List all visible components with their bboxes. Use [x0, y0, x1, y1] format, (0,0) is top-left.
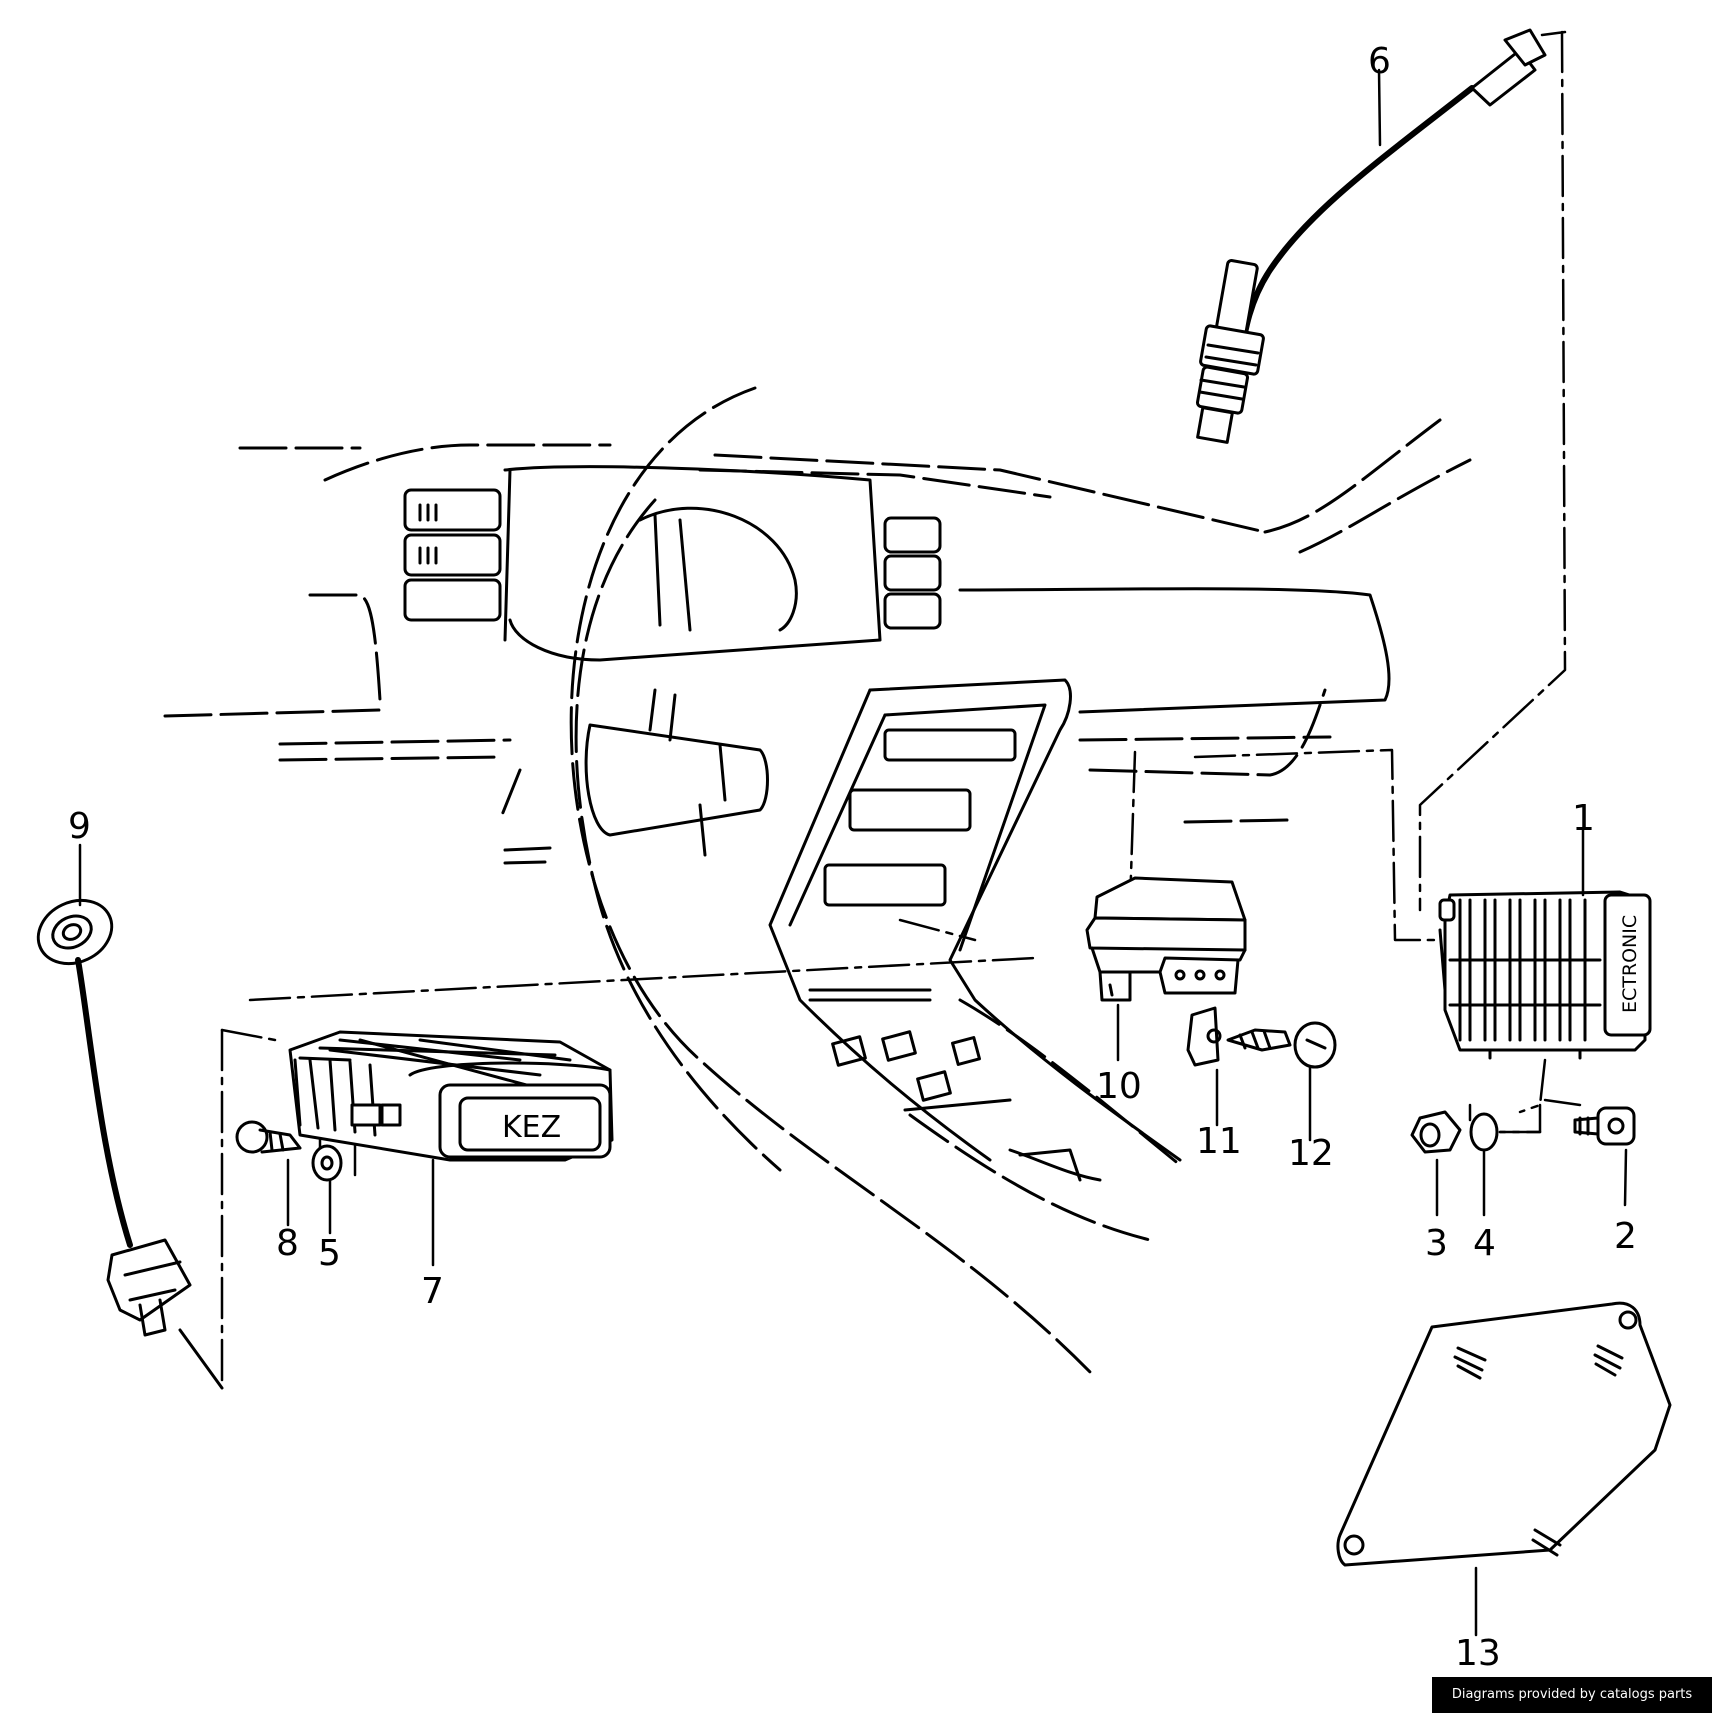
screw-part-8 [235, 1120, 302, 1154]
callout-3: 3 [1425, 1223, 1448, 1264]
clip-part-11 [1186, 1006, 1222, 1067]
washer-part-5 [311, 1144, 343, 1182]
mounting-plate-part-13 [1336, 1301, 1672, 1567]
callout-10: 10 [1096, 1066, 1142, 1107]
callout-4: 4 [1473, 1223, 1496, 1264]
bolt-part-2 [1573, 1106, 1636, 1146]
callout-5: 5 [318, 1233, 341, 1274]
callout-6: 6 [1368, 41, 1391, 82]
callout-9: 9 [68, 806, 91, 847]
ectronic-label: ECTRONIC [1619, 915, 1641, 1013]
callout-leaders [78, 68, 1628, 1637]
screw-part-12 [1226, 1021, 1337, 1069]
dashboard-outline [163, 386, 1472, 1374]
callout-2: 2 [1614, 1216, 1637, 1257]
leader-lines [220, 30, 1582, 1390]
credit-banner: Diagrams provided by catalogs parts [1432, 1677, 1712, 1713]
callout-8: 8 [276, 1223, 299, 1264]
instrument-cluster [403, 465, 1391, 857]
relay-part-10 [1085, 876, 1247, 1002]
part-9-leader [178, 1328, 224, 1390]
callout-13: 13 [1455, 1633, 1501, 1674]
kez-module-part-7: KEZ [288, 1030, 614, 1162]
callout-11: 11 [1196, 1121, 1242, 1162]
knock-sensor-part-9 [36, 898, 192, 1337]
kez-label: KEZ [502, 1110, 561, 1145]
callout-7: 7 [421, 1271, 444, 1312]
control-unit-part-1: ECTRONIC [1438, 890, 1652, 1060]
center-console [768, 678, 1182, 1182]
callout-12: 12 [1288, 1133, 1334, 1174]
oxygen-sensor-part-6 [1195, 28, 1547, 444]
callout-labels: 6 1 2 3 4 10 11 12 7 8 5 9 13 [68, 41, 1637, 1674]
washer-part-4 [1469, 1112, 1499, 1152]
callout-1: 1 [1572, 798, 1595, 839]
nut-part-3 [1410, 1110, 1462, 1154]
